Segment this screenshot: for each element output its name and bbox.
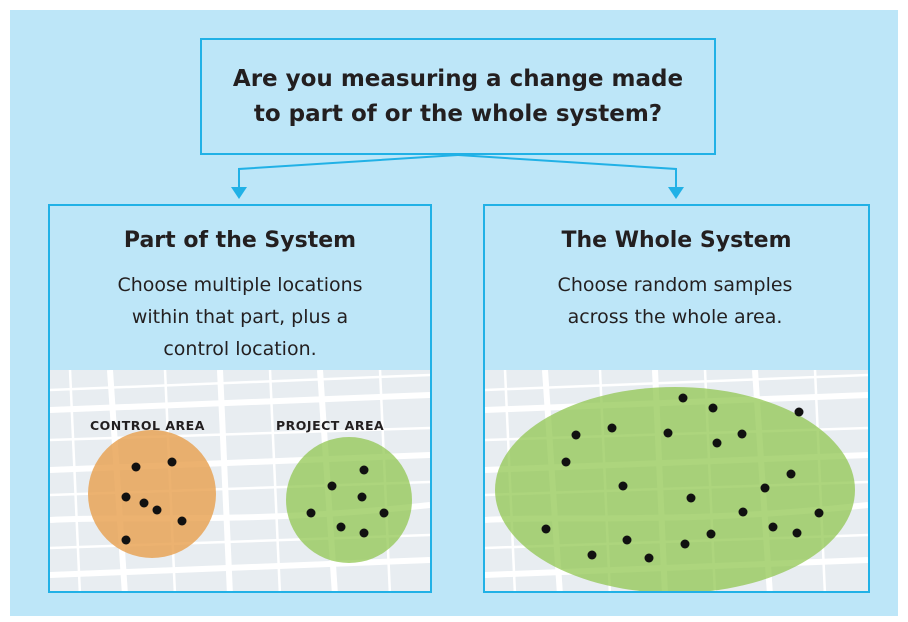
sample-dot	[792, 528, 802, 538]
part-of-system-map: CONTROL AREA PROJECT AREA	[50, 370, 430, 591]
whole-area-dots	[541, 393, 824, 563]
part-of-system-description: Choose multiple locations within that pa…	[80, 269, 400, 365]
sample-dot	[357, 492, 367, 502]
sample-dot	[336, 522, 346, 532]
sample-dot	[167, 457, 177, 467]
sample-dot	[737, 429, 747, 439]
sample-dot	[814, 508, 824, 518]
left-desc-line: within that part, plus a	[131, 306, 349, 328]
project-area-circle	[286, 437, 412, 563]
sample-dot	[794, 407, 804, 417]
sample-dot	[571, 430, 581, 440]
sample-dot	[561, 457, 571, 467]
question-box: Are you measuring a change made to part …	[200, 38, 716, 155]
whole-system-description: Choose random samples across the whole a…	[525, 269, 825, 333]
project-area-dots	[306, 465, 389, 538]
sample-dot	[121, 492, 131, 502]
control-area-dots	[121, 457, 187, 545]
project-area-label: PROJECT AREA	[276, 418, 384, 433]
part-of-system-title: Part of the System	[123, 228, 357, 253]
sample-dot	[622, 535, 632, 545]
whole-area-ellipse	[495, 387, 855, 591]
sample-dot	[663, 428, 673, 438]
sample-dot	[760, 483, 770, 493]
control-area-circle	[88, 430, 216, 558]
sample-dot	[139, 498, 149, 508]
sample-dot	[306, 508, 316, 518]
sample-dot	[738, 507, 748, 517]
left-desc-line: Choose multiple locations	[117, 274, 363, 296]
sample-dot	[686, 493, 696, 503]
control-area-label: CONTROL AREA	[90, 418, 205, 433]
sample-dot	[327, 481, 337, 491]
sample-dot	[644, 553, 654, 563]
sample-dot	[359, 465, 369, 475]
right-desc-line: across the whole area.	[567, 306, 783, 328]
sample-dot	[131, 462, 141, 472]
sample-dot	[607, 423, 617, 433]
sample-dot	[708, 403, 718, 413]
whole-system-map	[485, 370, 868, 591]
sample-dot	[541, 524, 551, 534]
sample-dot	[152, 505, 162, 515]
question-line-2: to part of or the whole system?	[253, 100, 663, 127]
sample-dot	[768, 522, 778, 532]
sample-dot	[177, 516, 187, 526]
question-text: Are you measuring a change made to part …	[223, 62, 693, 132]
sample-dot	[678, 393, 688, 403]
sample-dot	[359, 528, 369, 538]
whole-system-title: The Whole System	[561, 228, 792, 253]
sample-dot	[379, 508, 389, 518]
sample-dot	[712, 438, 722, 448]
left-desc-line: control location.	[163, 338, 317, 360]
right-desc-line: Choose random samples	[557, 274, 793, 296]
part-of-system-panel: Part of the System Choose multiple locat…	[48, 204, 432, 593]
sample-dot	[618, 481, 628, 491]
whole-system-panel: The Whole System Choose random samples a…	[483, 204, 870, 593]
sample-dot	[786, 469, 796, 479]
sample-dot	[706, 529, 716, 539]
question-line-1: Are you measuring a change made	[232, 65, 684, 92]
sample-dot	[680, 539, 690, 549]
sample-dot	[587, 550, 597, 560]
sample-dot	[121, 535, 131, 545]
